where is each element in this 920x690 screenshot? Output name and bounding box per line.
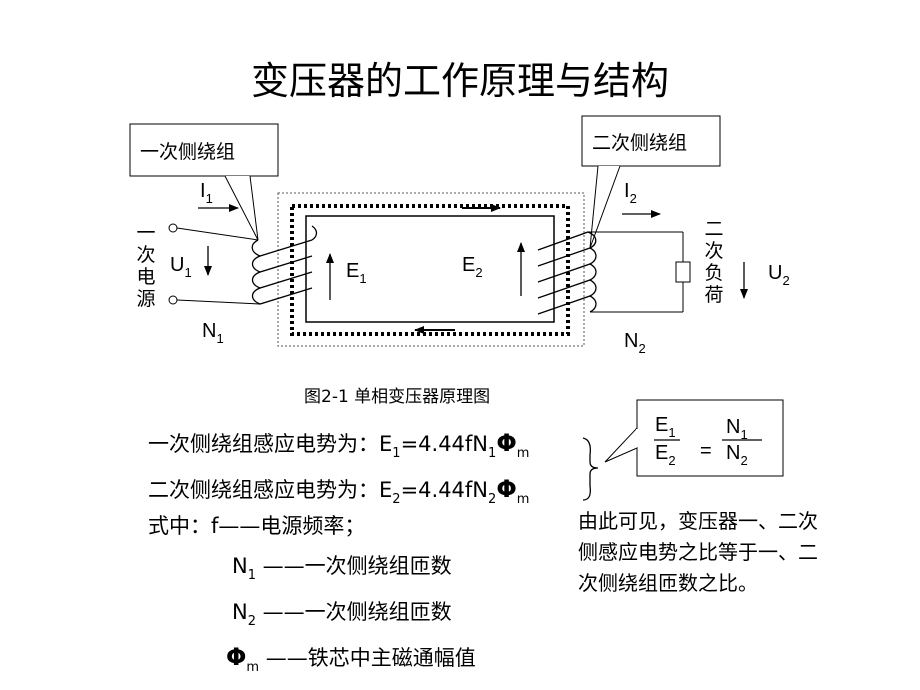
terminal-bottom: [168, 295, 178, 305]
n1-label: N1: [202, 320, 224, 346]
definition-n1: N1 ——一次侧绕组匝数: [232, 554, 452, 583]
e1-label: E1: [346, 260, 367, 286]
ratio-den-left: E2: [655, 442, 676, 468]
callout-secondary-label: 二次侧绕组: [592, 132, 688, 154]
i1-label: I1: [200, 180, 213, 206]
conclusion-text: 由此可见，变压器一、二次 侧感应电势之比等于一、二 次侧绕组匝数之比。: [578, 509, 818, 595]
ratio-equals: =: [700, 440, 712, 462]
formula-e2: 二次侧绕组感应电势为：E2=4.44fN2Φm: [148, 475, 530, 507]
ratio-callout-box: [604, 399, 784, 477]
source-label: 一 次 电 源: [136, 222, 156, 310]
terminal-top: [168, 223, 178, 233]
u2-label: U2: [768, 262, 790, 288]
core-outer-outline: [277, 192, 585, 347]
load-resistor: [675, 261, 691, 283]
formula-e1: 一次侧绕组感应电势为：E1=4.44fN1Φm: [148, 429, 530, 461]
page-title: 变压器的工作原理与结构: [250, 59, 669, 103]
definition-phi: Φm ——铁芯中主磁通幅值: [226, 643, 476, 675]
definition-n2: N2 ——一次侧绕组匝数: [232, 600, 452, 629]
core-window: [305, 215, 555, 323]
callout-primary-box: [129, 123, 279, 241]
callout-secondary-box: [581, 115, 721, 249]
figure-caption: 图2-1 单相变压器原理图: [304, 387, 491, 407]
i2-label: I2: [624, 180, 637, 206]
n2-label: N2: [624, 330, 646, 356]
e2-label: E2: [462, 254, 483, 280]
brace: [582, 437, 599, 501]
callout-primary-label: 一次侧绕组: [140, 141, 236, 163]
load-label: 二 次 负 荷: [704, 218, 724, 306]
ratio-den-right: N2: [726, 442, 748, 468]
u1-label: U1: [170, 254, 192, 280]
flux-path: [290, 204, 570, 336]
ratio-num-left: E1: [655, 414, 676, 440]
definition-intro: 式中：f——电源频率；: [148, 514, 366, 538]
ratio-num-right: N1: [726, 416, 748, 442]
